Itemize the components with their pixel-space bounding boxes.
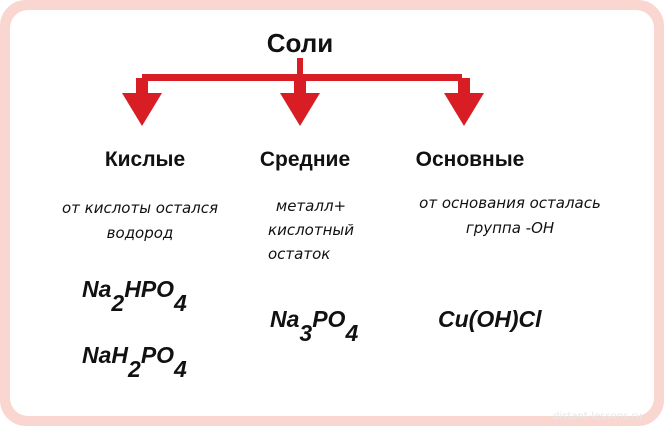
formula-part: Na xyxy=(270,306,300,332)
formula-subscript: 4 xyxy=(174,356,187,382)
formula-na2hpo4: Na2HPO4 xyxy=(82,276,187,316)
formula-part: HPO xyxy=(124,276,175,302)
arrow-right-icon xyxy=(444,78,484,126)
formula-subscript: 4 xyxy=(174,290,187,316)
formula-nah2po4: NaH2PO4 xyxy=(82,342,187,382)
formula-subscript: 4 xyxy=(345,320,359,346)
formula-part: Cu(OH)Cl xyxy=(438,306,542,332)
category-normal-title: Средние xyxy=(259,148,351,171)
description-line: металл+ xyxy=(275,197,347,215)
description-line: кислотный xyxy=(268,221,354,239)
category-basic-description: от основания осталась группа -ОН xyxy=(385,191,635,241)
formula-subscript: 2 xyxy=(111,290,125,316)
category-acidic-title: Кислые xyxy=(104,148,186,171)
description-line: водород xyxy=(106,224,174,242)
formula-subscript: 3 xyxy=(299,320,313,346)
arrow-left-icon xyxy=(122,78,162,126)
stem-line xyxy=(297,58,303,78)
crossbar-line xyxy=(142,74,462,81)
watermark-text: distant-lessons.ru xyxy=(553,411,642,422)
description-line: группа -ОН xyxy=(465,219,555,237)
formula-subscript: 2 xyxy=(128,356,141,382)
description-line: от кислоты остался xyxy=(61,199,219,217)
formula-part: PO xyxy=(140,342,175,368)
category-basic-title: Основные xyxy=(415,148,525,171)
arrow-center-icon xyxy=(280,78,320,126)
category-acidic-description: от кислоты остался водород xyxy=(20,196,260,246)
formula-part: Na xyxy=(82,276,112,302)
formula-cuohcl: Cu(OH)Cl xyxy=(438,306,541,333)
category-normal-description: металл+ кислотный остаток xyxy=(236,194,386,266)
description-line: остаток xyxy=(268,245,331,263)
formula-part: NaH xyxy=(82,342,129,368)
formula-part: PO xyxy=(312,306,346,332)
diagram-title: Соли xyxy=(266,28,334,58)
formula-na3po4: Na3PO4 xyxy=(270,306,358,346)
description-line: от основания осталась xyxy=(419,194,601,212)
